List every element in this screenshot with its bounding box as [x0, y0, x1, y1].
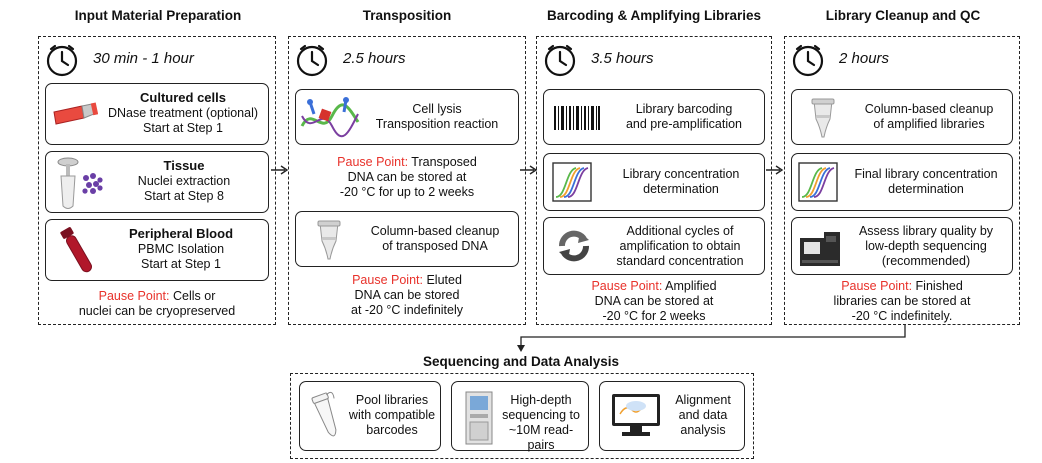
- step-library-concentration: Library concentration determination: [543, 153, 765, 211]
- step-line: amplification to obtain: [619, 239, 741, 253]
- clock-icon: [543, 43, 577, 77]
- clock-icon: [295, 43, 329, 77]
- stage-time: 3.5 hours: [591, 50, 654, 67]
- step-line: Column-based cleanup: [370, 224, 500, 238]
- step-line: of amplified libraries: [873, 117, 985, 131]
- step-line: Transposition reaction: [375, 117, 499, 131]
- cell-flask-icon: [53, 102, 98, 125]
- step-transposition-reaction: Cell lysis Transposition reaction: [295, 89, 519, 145]
- step-line: determination: [888, 182, 964, 196]
- step-heading: Cultured cells: [140, 90, 226, 105]
- step-line: ~10M read-pairs: [508, 423, 574, 452]
- pause-point: Pause Point: Finished libraries can be s…: [833, 279, 971, 323]
- step-line: Assess library quality by: [858, 224, 994, 238]
- tissue-homogenizer-icon: [57, 157, 103, 209]
- step-line: of transposed DNA: [382, 239, 488, 253]
- step-peripheral-blood: Peripheral Blood PBMC Isolation Start at…: [45, 219, 269, 281]
- step-additional-cycles: Additional cycles of amplification to ob…: [543, 217, 765, 275]
- connector-arrow-icon: [517, 325, 906, 352]
- cycle-arrows-icon: [559, 230, 589, 262]
- sequencer-icon: [465, 391, 493, 445]
- step-line: and data: [678, 408, 728, 422]
- stage-title-barcoding: Barcoding & Amplifying Libraries: [546, 8, 762, 23]
- step-line: Cell lysis: [412, 102, 462, 116]
- clock-icon: [45, 43, 79, 77]
- stage-title-input: Input Material Preparation: [74, 8, 242, 23]
- stage-time: 30 min - 1 hour: [93, 50, 194, 67]
- step-line: Nuclei extraction: [137, 174, 231, 188]
- step-assess-quality: Assess library quality by low-depth sequ…: [791, 217, 1013, 275]
- flow-arrow-icon: [271, 165, 289, 175]
- step-library-barcoding: Library barcoding and pre-amplification: [543, 89, 765, 145]
- step-line: sequencing to: [502, 408, 580, 422]
- stage-time: 2 hours: [839, 50, 890, 67]
- monitor-analysis-icon: [612, 394, 660, 436]
- step-line: and pre-amplification: [625, 117, 743, 131]
- step-line: analysis: [680, 423, 726, 437]
- step-line: Start at Step 8: [144, 189, 224, 203]
- step-final-concentration: Final library concentration determinatio…: [791, 153, 1013, 211]
- step-line: low-depth sequencing: [865, 239, 987, 253]
- step-line: Pool libraries: [355, 393, 429, 407]
- step-line: Final library concentration: [854, 167, 998, 181]
- step-line: Additional cycles of: [626, 224, 734, 238]
- stage-input-material: 30 min - 1 hour Cultured cells DNase tre…: [38, 36, 276, 325]
- step-line: barcodes: [366, 423, 418, 437]
- pause-point: Pause Point: Amplified DNA can be stored…: [591, 279, 717, 323]
- sequencing-title: Sequencing and Data Analysis: [422, 354, 620, 369]
- step-line: Library concentration: [622, 167, 740, 181]
- step-column-cleanup-amplified: Column-based cleanup of amplified librar…: [791, 89, 1013, 145]
- stage-time: 2.5 hours: [343, 50, 406, 67]
- stage-barcoding: 3.5 hours Library barcoding and pre-ampl…: [536, 36, 772, 325]
- clock-icon: [791, 43, 825, 77]
- spin-column-icon: [314, 218, 344, 262]
- spin-column-icon: [808, 96, 838, 140]
- microtube-icon: [311, 391, 337, 437]
- step-alignment-analysis: Alignment and data analysis: [599, 381, 745, 451]
- pause-point: Pause Point: Cells or nuclei can be cryo…: [78, 289, 236, 318]
- qpcr-curve-icon: [798, 162, 838, 202]
- step-line: Library barcoding: [635, 102, 733, 116]
- step-column-cleanup: Column-based cleanup of transposed DNA: [295, 211, 519, 267]
- step-line: (recommended): [881, 254, 971, 268]
- step-high-depth-sequencing: High-depth sequencing to ~10M read-pairs: [451, 381, 589, 452]
- stage-sequencing: Pool libraries with compatible barcodes …: [290, 373, 754, 459]
- transposase-dna-icon: [300, 97, 360, 138]
- step-line: Alignment: [675, 393, 731, 407]
- step-line: DNase treatment (optional): [107, 106, 259, 120]
- qpcr-curve-icon: [552, 162, 592, 202]
- step-heading: Tissue: [163, 158, 205, 173]
- stage-transposition: 2.5 hours Cell lysis Transposition react…: [288, 36, 526, 325]
- step-line: Start at Step 1: [143, 121, 223, 135]
- stage-cleanup-qc: 2 hours Column-based cleanup of amplifie…: [784, 36, 1020, 325]
- step-line: High-depth: [510, 393, 572, 407]
- blood-tube-icon: [60, 227, 92, 273]
- benchtop-sequencer-icon: [800, 232, 840, 266]
- pause-point: Pause Point: Eluted DNA can be stored at…: [351, 273, 463, 317]
- flow-arrow-icon: [766, 165, 784, 175]
- stage-title-transposition: Transposition: [362, 8, 452, 23]
- step-line: determination: [643, 182, 719, 196]
- step-pool-libraries: Pool libraries with compatible barcodes: [299, 381, 441, 451]
- step-heading: Peripheral Blood: [128, 226, 234, 241]
- step-tissue: Tissue Nuclei extraction Start at Step 8: [45, 151, 269, 213]
- step-line: Column-based cleanup: [864, 102, 994, 116]
- step-line: with compatible: [348, 408, 436, 422]
- step-line: Start at Step 1: [141, 257, 221, 271]
- pause-point: Pause Point: Transposed DNA can be store…: [337, 155, 477, 199]
- step-cultured-cells: Cultured cells DNase treatment (optional…: [45, 83, 269, 145]
- stage-title-cleanup-qc: Library Cleanup and QC: [825, 8, 981, 23]
- step-line: standard concentration: [616, 254, 744, 268]
- step-line: PBMC Isolation: [137, 242, 225, 256]
- barcode-icon: [554, 106, 600, 130]
